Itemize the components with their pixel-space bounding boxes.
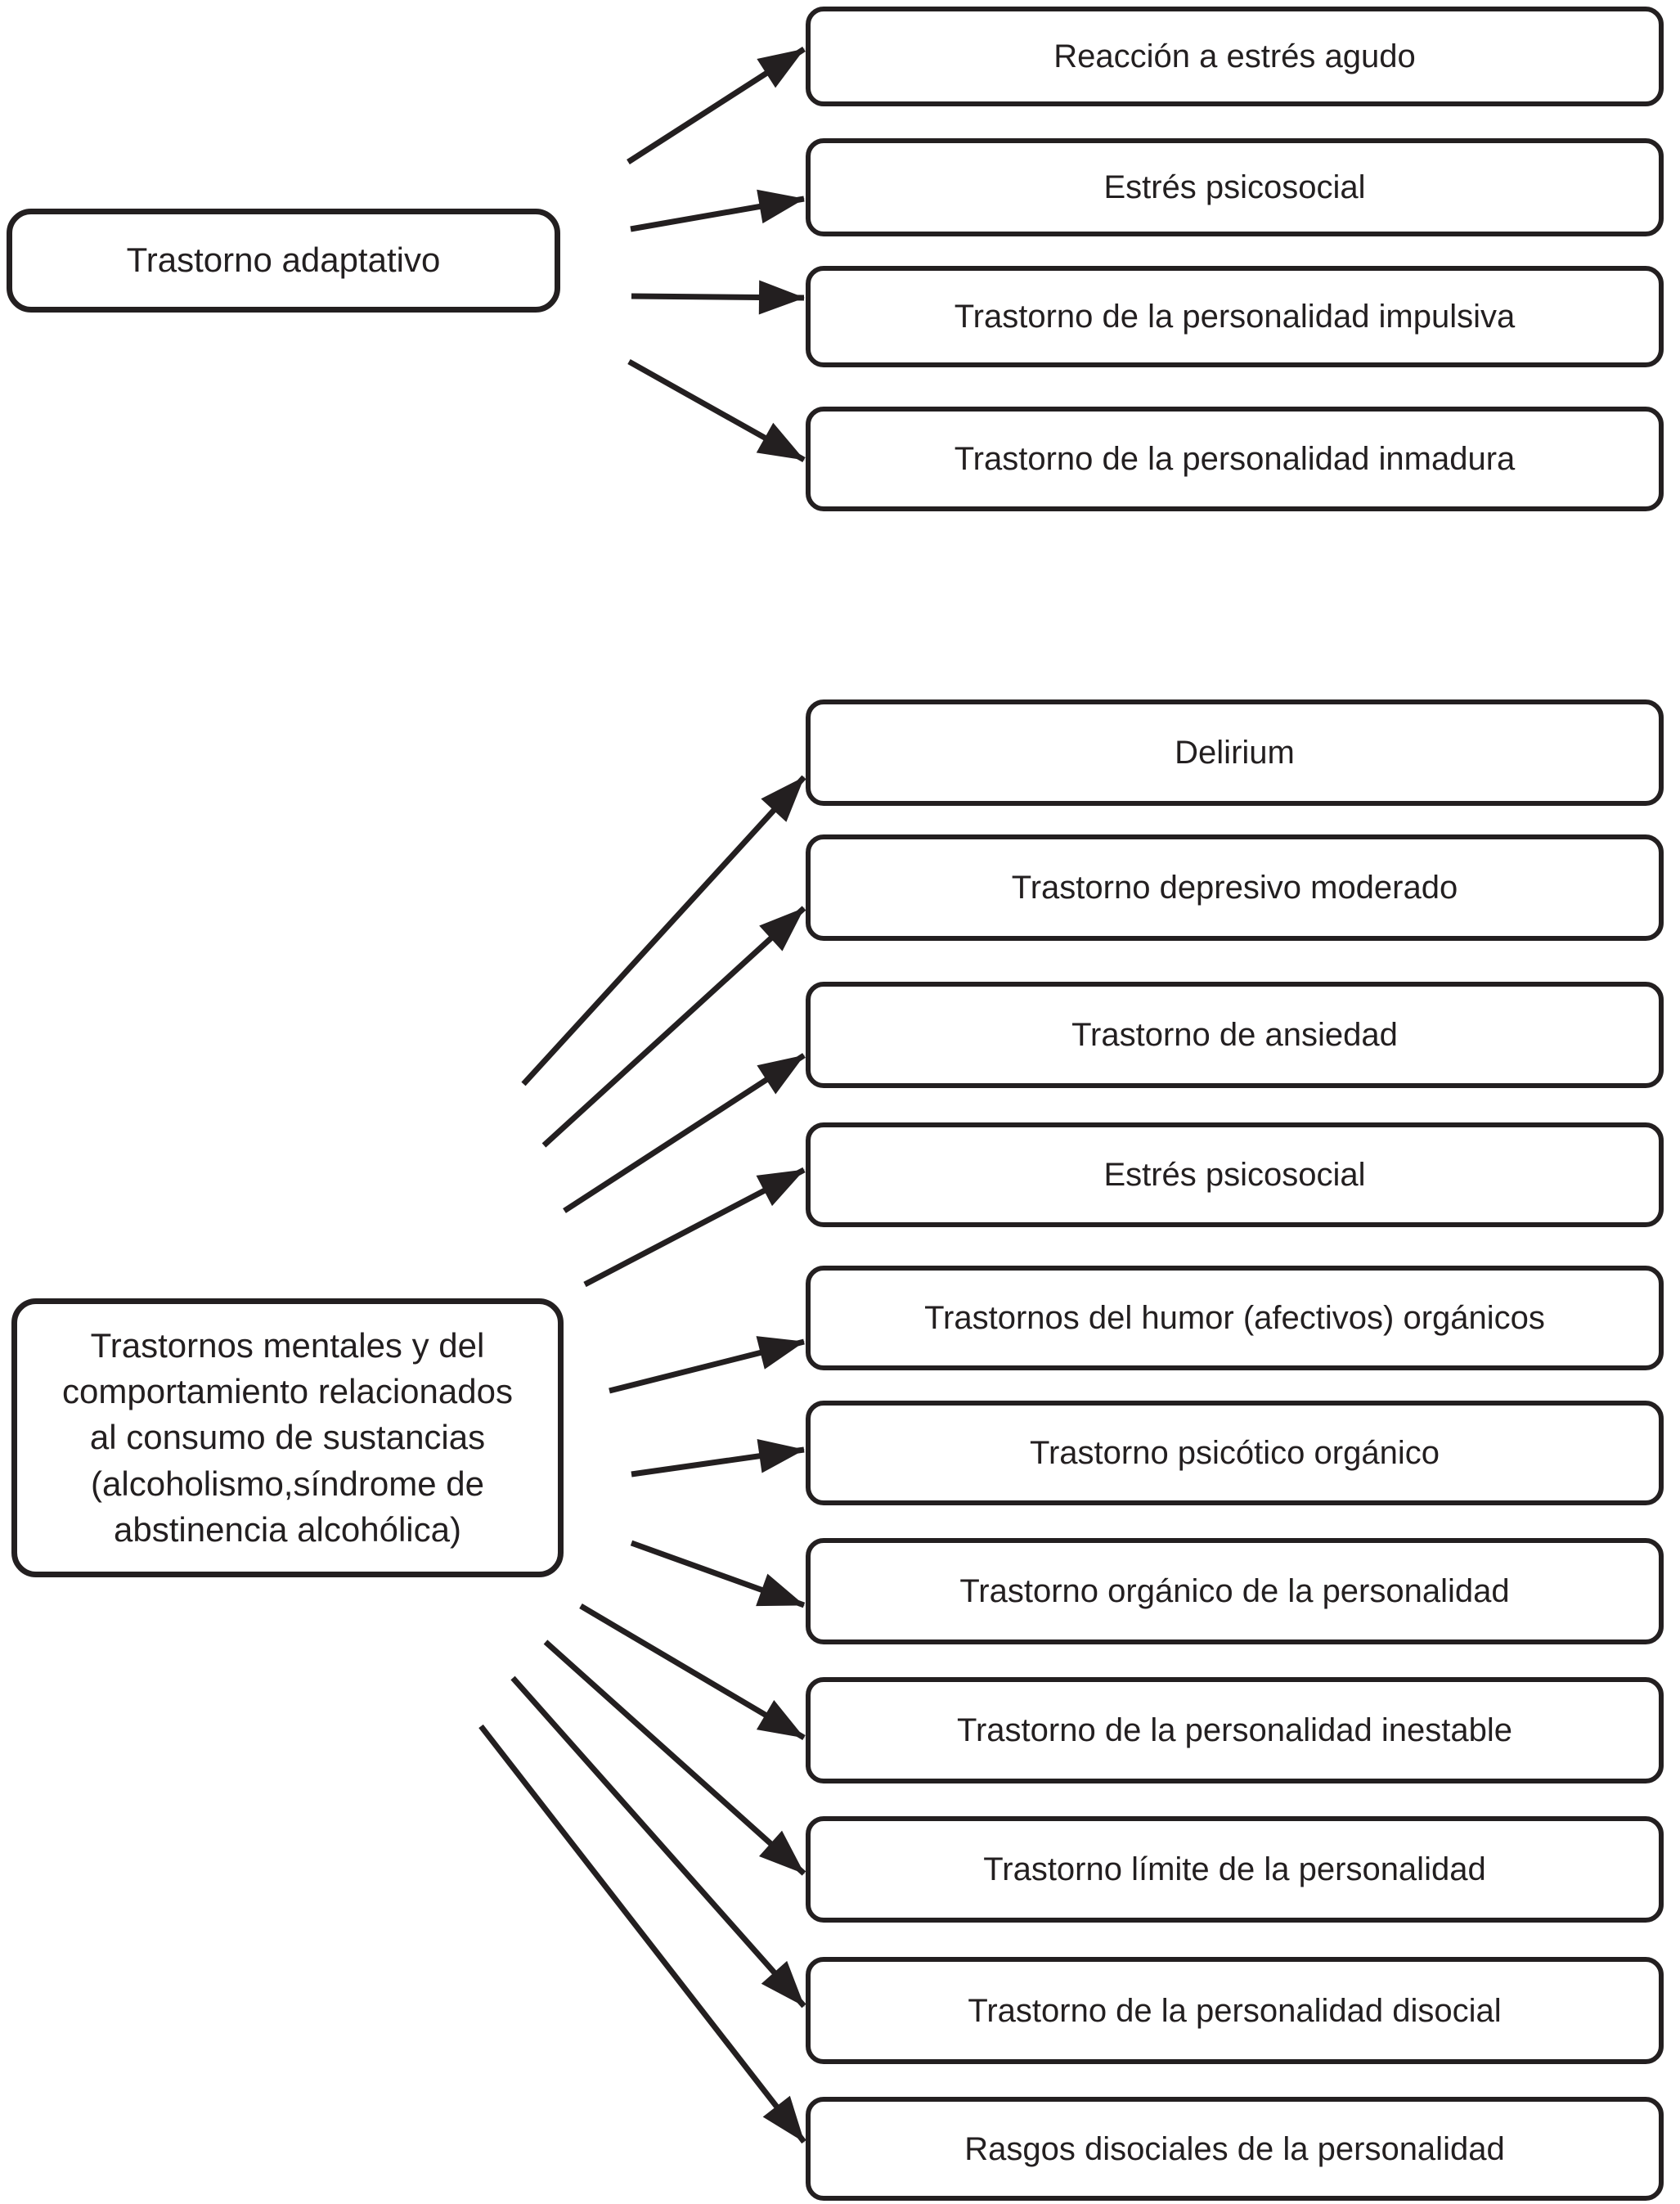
arrow <box>583 1167 806 1288</box>
box-label: Trastornos del humor (afectivos) orgánic… <box>924 1300 1545 1336</box>
target-box-0-1: Estrés psicosocial <box>806 138 1664 236</box>
target-box-1-0: Delirium <box>806 699 1664 806</box>
source-box-trastornos-mentales-sustancias: Trastornos mentales y del comportamiento … <box>11 1298 564 1577</box>
arrow <box>630 189 805 232</box>
box-label: Trastorno adaptativo <box>104 237 464 283</box>
arrow <box>521 775 806 1086</box>
arrow <box>510 1675 806 2008</box>
target-box-1-7: Trastorno de la personalidad inestable <box>806 1677 1664 1783</box>
box-label: Delirium <box>1175 735 1295 771</box>
box-label-line: abstinencia alcohólica) <box>114 1509 461 1549</box>
arrow <box>478 1724 806 2144</box>
box-label-line: comportamiento relacionados <box>62 1372 513 1411</box>
arrow <box>579 1603 806 1741</box>
box-label: Trastorno depresivo moderado <box>1011 870 1458 906</box>
target-box-1-5: Trastorno psicótico orgánico <box>806 1401 1664 1505</box>
box-label: Trastorno de la personalidad inmadura <box>954 441 1516 477</box>
box-label-line: (alcoholismo,síndrome de <box>91 1464 484 1503</box>
box-label: Trastorno de la personalidad inestable <box>957 1712 1512 1748</box>
arrow <box>627 358 806 463</box>
target-box-1-2: Trastorno de ansiedad <box>806 982 1664 1088</box>
box-label: Reacción a estrés agudo <box>1053 38 1416 74</box>
arrow <box>563 1053 806 1213</box>
box-label: Estrés psicosocial <box>1103 169 1366 205</box>
arrow <box>630 1540 806 1608</box>
box-label: Trastorno orgánico de la personalidad <box>959 1573 1510 1609</box>
box-label-line: Trastornos mentales y del <box>90 1325 485 1365</box>
target-box-1-9: Trastorno de la personalidad disocial <box>806 1957 1664 2064</box>
target-box-0-2: Trastorno de la personalidad impulsiva <box>806 266 1664 367</box>
target-box-1-8: Trastorno límite de la personalidad <box>806 1816 1664 1923</box>
target-box-1-10: Rasgos disociales de la personalidad <box>806 2097 1664 2201</box>
target-box-0-3: Trastorno de la personalidad inmadura <box>806 407 1664 511</box>
arrow <box>609 1336 805 1394</box>
target-box-1-1: Trastorno depresivo moderado <box>806 834 1664 941</box>
box-label: Trastorno límite de la personalidad <box>983 1851 1486 1887</box>
target-box-1-4: Trastornos del humor (afectivos) orgánic… <box>806 1266 1664 1370</box>
box-label: Rasgos disociales de la personalidad <box>964 2130 1505 2167</box>
box-label-line: Trastorno adaptativo <box>126 241 441 280</box>
arrow <box>543 1640 806 1876</box>
box-label: Trastorno de la personalidad disocial <box>968 1992 1502 2029</box>
source-box-trastorno-adaptativo: Trastorno adaptativo <box>7 209 560 313</box>
arrow <box>627 47 806 164</box>
target-box-1-3: Estrés psicosocial <box>806 1122 1664 1227</box>
arrow <box>631 280 805 315</box>
box-label-line: al consumo de sustancias <box>89 1418 486 1457</box>
arrow <box>541 906 806 1148</box>
box-label: Trastorno de ansiedad <box>1071 1017 1398 1053</box>
target-box-0-0: Reacción a estrés agudo <box>806 7 1664 106</box>
target-box-1-6: Trastorno orgánico de la personalidad <box>806 1538 1664 1644</box>
box-label: Trastorno de la personalidad impulsiva <box>954 299 1516 335</box>
box-label: Estrés psicosocial <box>1103 1157 1366 1193</box>
box-label: Trastornos mentales y del comportamiento … <box>39 1323 536 1553</box>
box-label: Trastorno psicótico orgánico <box>1030 1435 1440 1471</box>
arrow <box>631 1438 805 1478</box>
